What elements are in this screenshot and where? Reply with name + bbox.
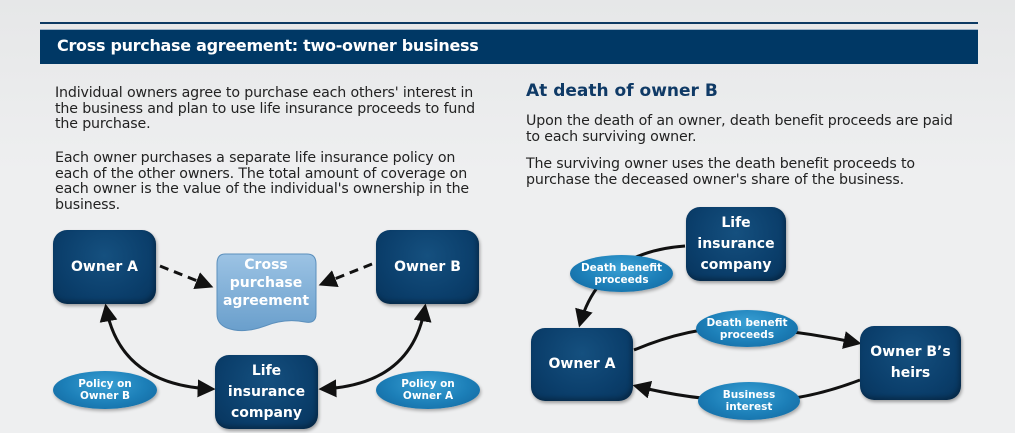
owner-b-node: Owner B	[376, 230, 479, 304]
arrow-owner-a-life-company	[99, 303, 216, 398]
life-company-line-2: insurance	[697, 235, 775, 252]
arrow-owner-b-to-agreement	[318, 262, 373, 288]
life-company-line-3: company	[230, 404, 303, 421]
right-paragraph-2: The surviving owner uses the death benef…	[526, 156, 915, 188]
business-interest-line-2: interest	[725, 401, 773, 413]
policy-b-line-1: Policy on	[78, 378, 132, 390]
policy-on-owner-b-pill: Policy on Owner B	[53, 371, 157, 409]
heirs-line-2: heirs	[890, 365, 931, 381]
death-benefit-2-line-2: proceeds	[719, 328, 775, 341]
death-benefit-proceeds-pill-1: Death benefit proceeds	[570, 255, 673, 292]
left-paragraph-1: Individual owners agree to purchase each…	[55, 85, 475, 133]
agreement-shape	[216, 253, 317, 332]
header-bar: Cross purchase agreement: two-owner busi…	[40, 29, 978, 64]
owner-a-label: Owner A	[548, 356, 616, 372]
life-company-line-1: Life	[251, 362, 282, 379]
left-paragraph-2: Each owner purchases a separate life ins…	[55, 150, 470, 213]
life-company-line-1: Life	[721, 214, 751, 231]
death-benefit-2-line-1: Death benefit	[706, 316, 788, 329]
business-interest-pill: Business interest	[698, 382, 800, 420]
policy-a-line-1: Policy on	[401, 378, 455, 390]
business-interest-line-1: Business	[722, 389, 776, 401]
arrow-owner-b-life-company	[318, 303, 432, 398]
owner-b-heirs-node: Owner B’s heirs	[860, 326, 961, 400]
death-benefit-1-line-2: proceeds	[594, 273, 649, 286]
page-title: Cross purchase agreement: two-owner busi…	[57, 36, 479, 55]
right-heading: At death of owner B	[526, 81, 718, 101]
agreement-line-3: agreement	[222, 293, 310, 309]
owner-a-label: Owner A	[71, 258, 138, 275]
agreement-line-2: purchase	[229, 275, 303, 291]
right-paragraph-1: Upon the death of an owner, death benefi…	[526, 113, 953, 145]
owner-a-node-right: Owner A	[531, 328, 633, 401]
owner-b-label: Owner B	[394, 258, 461, 275]
owner-a-node: Owner A	[53, 230, 156, 304]
life-company-line-2: insurance	[227, 383, 306, 400]
heirs-line-1: Owner B’s	[870, 344, 951, 360]
policy-a-line-2: Owner A	[402, 390, 454, 402]
life-company-line-3: company	[700, 256, 772, 273]
cross-purchase-agreement-node: Cross purchase agreement	[215, 252, 317, 332]
policy-on-owner-a-pill: Policy on Owner A	[376, 371, 480, 409]
agreement-line-1: Cross	[244, 257, 288, 273]
life-insurance-company-node-right: Life insurance company	[686, 207, 786, 281]
death-benefit-1-line-1: Death benefit	[580, 261, 663, 274]
policy-b-line-2: Owner B	[79, 390, 131, 402]
death-benefit-proceeds-pill-2: Death benefit proceeds	[696, 310, 798, 347]
arrow-owner-a-to-agreement	[159, 264, 214, 290]
top-rule	[40, 22, 978, 24]
life-insurance-company-node-left: Life insurance company	[215, 355, 318, 429]
